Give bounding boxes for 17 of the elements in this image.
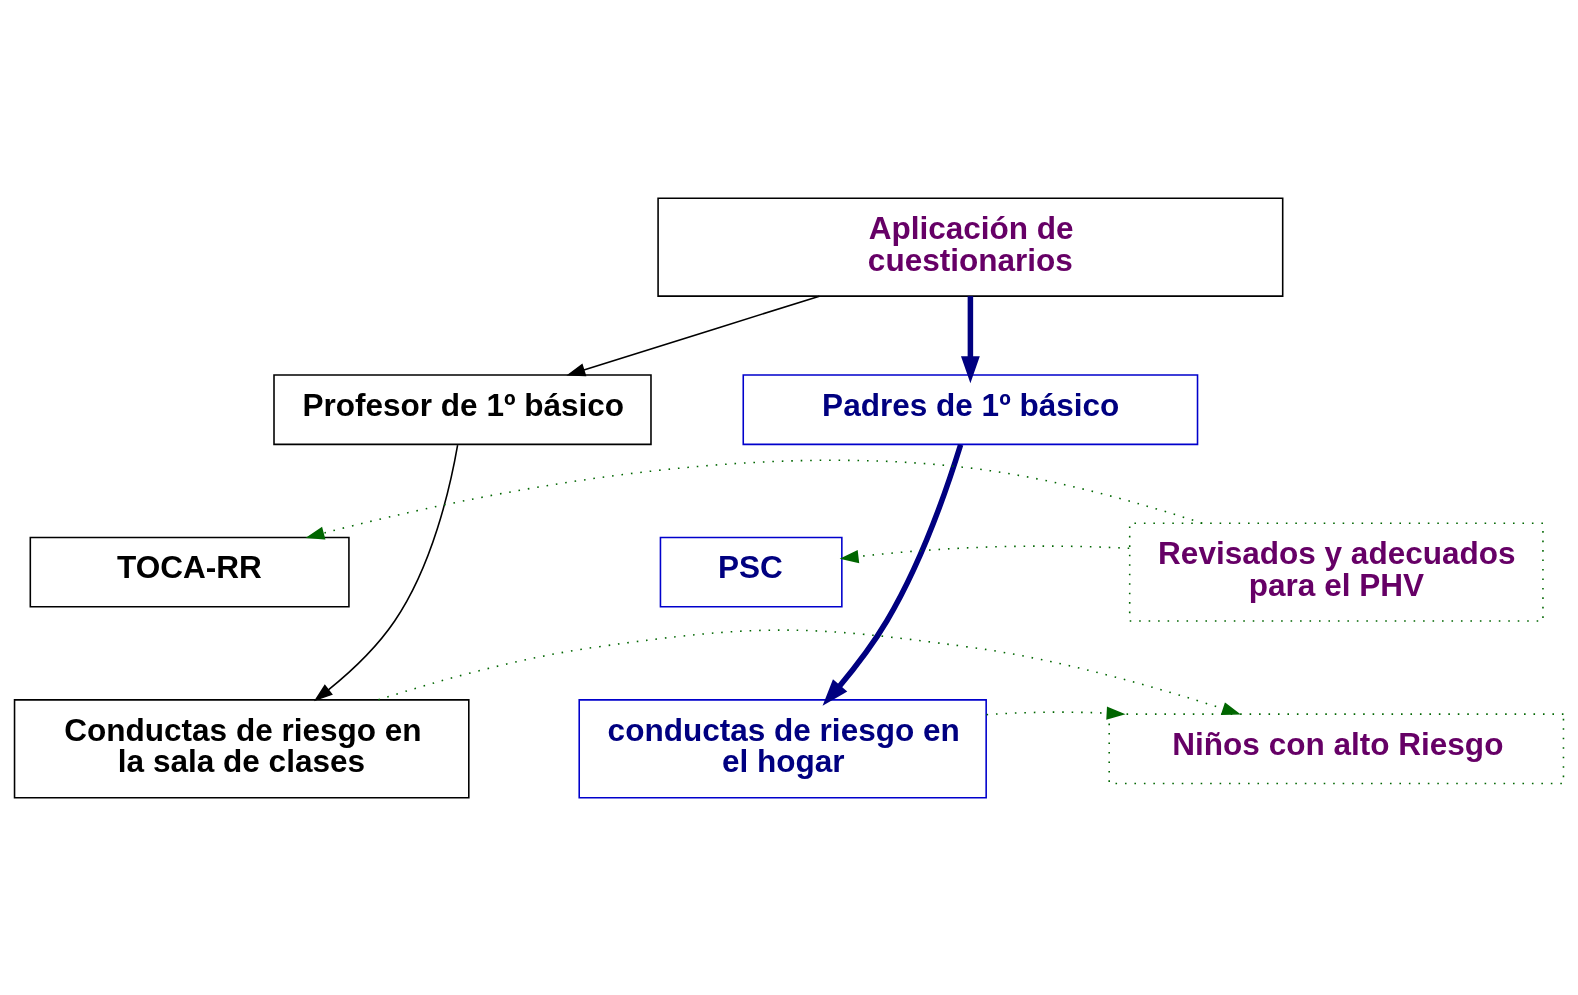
node-box: Niños con alto Riesgo <box>1108 712 1565 784</box>
arrow <box>313 443 459 701</box>
node-box: PSC <box>659 536 843 608</box>
node-box: Conductas de riesgo en la sala de clases <box>13 698 470 798</box>
arrow <box>961 295 980 383</box>
node-box: TOCA-RR <box>29 536 350 608</box>
arrow <box>377 628 1241 715</box>
node-box: Padres de 1º básico <box>742 373 1199 445</box>
arrow <box>822 443 964 706</box>
node-box: Revisados y adecuados para el PHV <box>1128 521 1544 622</box>
node-box: Profesor de 1º básico <box>273 373 652 445</box>
arrow <box>305 459 1203 539</box>
arrow <box>566 294 821 376</box>
arrow <box>839 544 1131 563</box>
arrow <box>985 706 1126 720</box>
node-box: conductas de riesgo en el hogar <box>578 698 987 798</box>
node-box: Aplicación de cuestionarios <box>657 197 1284 297</box>
